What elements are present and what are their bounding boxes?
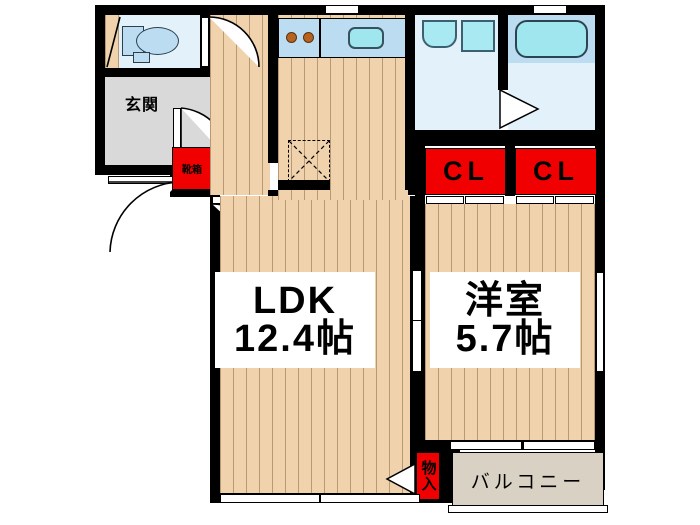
kitchen-sink-basin-icon	[348, 27, 384, 49]
wall-shoebox-bottom	[170, 188, 220, 197]
bath-window	[533, 5, 567, 14]
stove-burner-right-icon	[303, 32, 314, 43]
ldk-window-left[interactable]	[220, 494, 320, 503]
exterior-wall-left-upper	[95, 5, 105, 175]
closet-right-door-b[interactable]	[555, 196, 594, 204]
shoe-box: 靴箱	[172, 147, 212, 190]
wall-hall-right-upper	[268, 15, 278, 163]
entrance-label: 玄関	[124, 97, 159, 114]
refrigerator-space-cross	[288, 140, 330, 182]
wall-kitchen-refrigerator-base	[278, 180, 330, 190]
bedroom-sliding-door-lower[interactable]	[412, 320, 422, 372]
wall-closet-top	[415, 140, 595, 146]
bedroom-east-window[interactable]	[596, 272, 604, 372]
toilet-door-arc	[208, 16, 260, 68]
bedroom-sliding-door-upper[interactable]	[412, 270, 422, 322]
exterior-wall-genkan-bottom	[95, 165, 180, 175]
closet-left: CL	[425, 148, 507, 195]
wall-closet-left-edge	[415, 140, 425, 196]
kitchen-window	[325, 5, 359, 14]
bedroom-label: 洋室 5.7帖	[430, 272, 580, 368]
closet-left-door-a[interactable]	[426, 196, 464, 204]
washroom-sliding-door-panel[interactable]	[408, 20, 410, 22]
ldk-size: 12.4帖	[234, 318, 356, 360]
ldk-label: LDK 12.4帖	[215, 272, 375, 368]
wall-hall-bottom-right	[268, 190, 280, 200]
washroom-sliding-door-track[interactable]	[406, 18, 415, 84]
closet-right-door-a[interactable]	[516, 196, 554, 204]
toilet-base-icon	[133, 52, 150, 63]
bedroom-size: 5.7帖	[455, 318, 555, 360]
toilet-door-panel[interactable]	[201, 17, 209, 67]
balcony-sliding-window-right[interactable]	[523, 441, 595, 450]
wall-toilet-bottom	[105, 68, 210, 77]
closet-left-door-b[interactable]	[465, 196, 504, 204]
balcony-sliding-window-left[interactable]	[450, 441, 522, 450]
vanity-sink-icon	[422, 20, 457, 48]
wall-closet-divider	[505, 140, 515, 196]
toilet-bowl-icon	[136, 27, 179, 55]
utility-closet: 物入	[416, 452, 440, 500]
wall-kitchen-right	[405, 15, 415, 195]
washing-machine-icon	[461, 20, 495, 52]
exterior-wall-right	[595, 5, 605, 490]
wall-washroom-bath	[498, 15, 508, 90]
balcony-floor	[452, 452, 604, 508]
balcony-railing	[448, 505, 608, 513]
toilet-door-jamb	[105, 15, 119, 68]
ldk-floor-upper	[278, 190, 408, 200]
utility-folding-door[interactable]	[385, 462, 417, 496]
wall-bath-bottom	[500, 130, 595, 140]
closet-left-label: CL	[443, 156, 489, 186]
bathtub-icon	[515, 20, 588, 58]
closet-right: CL	[515, 148, 597, 195]
entrance-door-arc	[108, 181, 181, 253]
toilet-swing-door-arc	[106, 16, 121, 68]
ldk-name: LDK	[252, 280, 338, 322]
ldk-window-right[interactable]	[320, 494, 420, 503]
wall-washroom-bottom	[415, 130, 500, 140]
bath-folding-door[interactable]	[498, 88, 540, 130]
balcony-label: バルコニー	[470, 471, 586, 493]
stove-burner-left-icon	[286, 32, 297, 43]
hallway-floor	[210, 15, 270, 195]
closet-right-label: CL	[533, 156, 579, 186]
bedroom-name: 洋室	[464, 280, 545, 322]
